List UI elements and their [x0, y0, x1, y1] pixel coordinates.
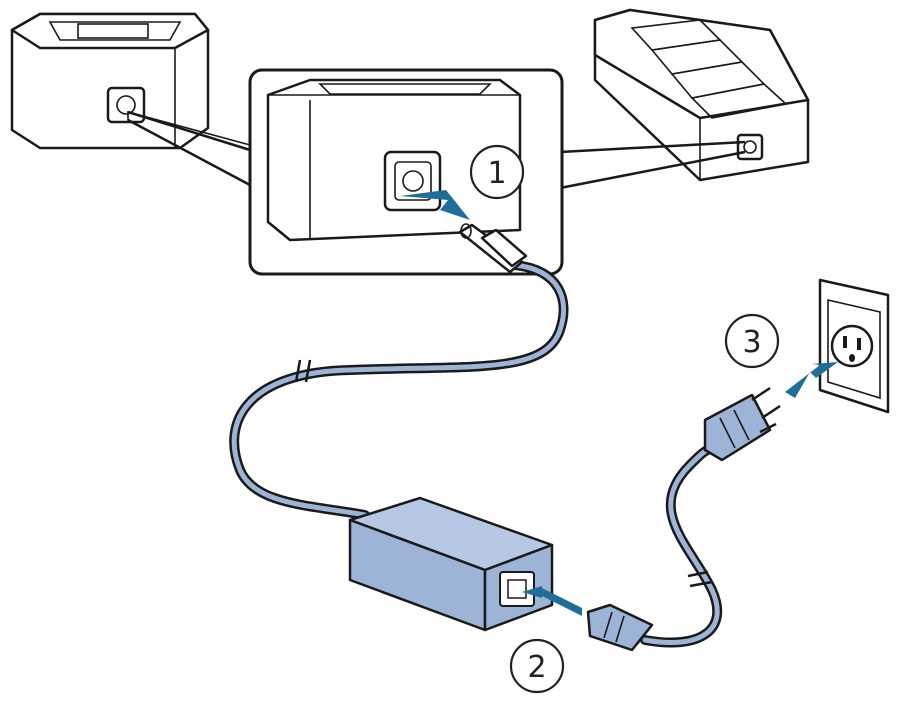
- wall-outlet-icon: [818, 278, 890, 414]
- blue-arrow-icon: [400, 180, 838, 616]
- step-3-marker: 3: [724, 313, 780, 369]
- ac-power-cord: [586, 386, 781, 652]
- arrow-step-1: [400, 180, 470, 220]
- step-1-label: 1: [487, 156, 506, 191]
- multi-slot-charger: [593, 8, 810, 182]
- arrow-step-3: [785, 362, 838, 398]
- step-2-label: 2: [527, 650, 546, 685]
- step-2-marker: 2: [509, 638, 565, 694]
- dc-cable: [229, 223, 569, 520]
- step-1-marker: 1: [469, 144, 525, 200]
- step-3-label: 3: [742, 325, 761, 360]
- ac-adapter-icon: [348, 496, 554, 632]
- arrow-step-2: [522, 586, 582, 616]
- zoom-callout: [248, 68, 564, 276]
